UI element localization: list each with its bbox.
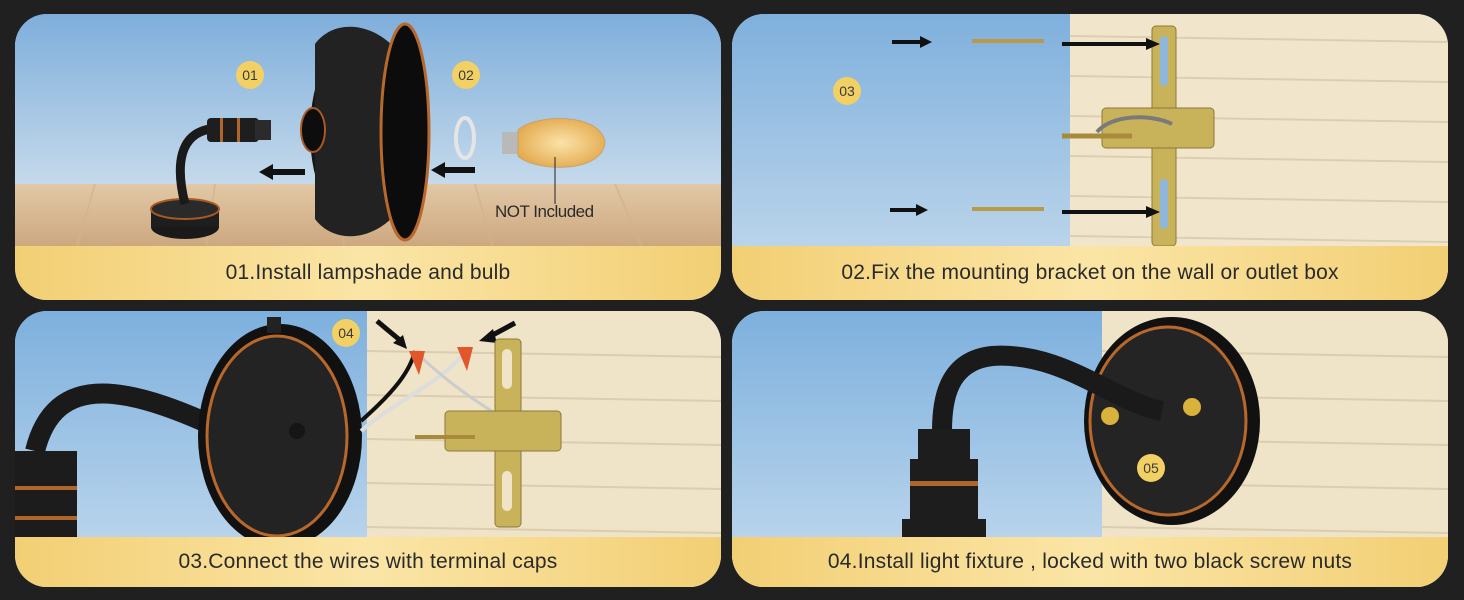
wiring-scene	[15, 311, 721, 587]
step-panel-4: 05 04.Install light fixture , locked wit…	[732, 311, 1448, 587]
step-badge-04: 04	[332, 319, 360, 347]
not-included-label: NOT Included	[495, 202, 594, 221]
step-panel-3: 04 03.Connect the wires with terminal ca…	[15, 311, 721, 587]
step-caption-2: 02.Fix the mounting bracket on the wall …	[732, 246, 1448, 300]
step-caption-4: 04.Install light fixture , locked with t…	[732, 537, 1448, 587]
step-badge-01: 01	[236, 61, 264, 89]
lampshade-bulb-scene	[15, 14, 721, 255]
step-caption-1: 01.Install lampshade and bulb	[15, 246, 721, 300]
step-panel-2: 03 02.Fix the mounting bracket on the wa…	[732, 14, 1448, 300]
step-caption-3: 03.Connect the wires with terminal caps	[15, 537, 721, 587]
step-panel-1: 01 02 NOT Included 01.Install lampshade …	[15, 14, 721, 300]
step-badge-02: 02	[452, 61, 480, 89]
fixture-install-scene	[732, 311, 1448, 587]
step-badge-05: 05	[1137, 454, 1165, 482]
step-badge-03: 03	[833, 77, 861, 105]
